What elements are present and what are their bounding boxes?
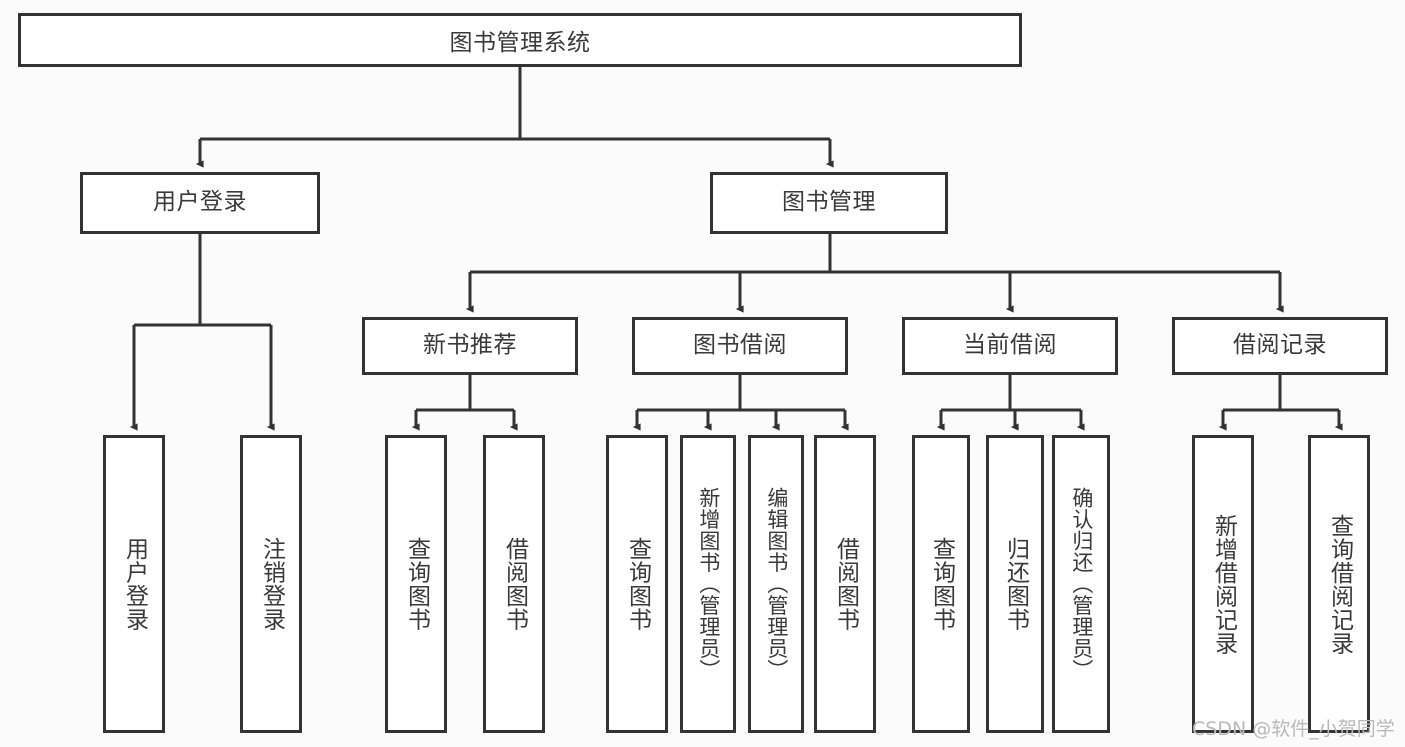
node-book-borrow-label: 图书借阅 xyxy=(693,332,787,359)
leaf-edit-book-admin[interactable]: 编辑图书（管理员） xyxy=(748,435,804,733)
node-borrow-record-label: 借阅记录 xyxy=(1233,332,1327,359)
leaf-query-book-borrow[interactable]: 查询图书 xyxy=(606,435,668,733)
leaf-query-book-recommend[interactable]: 查询图书 xyxy=(385,435,447,733)
leaf-borrow-book-label: 借阅图书 xyxy=(832,537,859,631)
leaf-return-book-label: 归还图书 xyxy=(1002,537,1029,631)
leaf-borrow-book[interactable]: 借阅图书 xyxy=(814,435,876,733)
leaf-query-book-borrow-label: 查询图书 xyxy=(624,537,651,631)
node-user-login[interactable]: 用户登录 xyxy=(80,172,320,234)
leaf-borrow-book-recommend[interactable]: 借阅图书 xyxy=(483,435,545,733)
leaf-confirm-return-admin[interactable]: 确认归还（管理员） xyxy=(1052,435,1110,733)
leaf-edit-book-admin-label: 编辑图书（管理员） xyxy=(764,487,789,681)
leaf-logout-label: 注销登录 xyxy=(258,537,285,631)
leaf-query-borrow-record-label: 查询借阅记录 xyxy=(1326,513,1353,655)
node-current-borrow[interactable]: 当前借阅 xyxy=(902,317,1118,375)
node-root-label: 图书管理系统 xyxy=(449,30,591,56)
node-new-book-recommend-label: 新书推荐 xyxy=(423,332,517,359)
node-book-management-label: 图书管理 xyxy=(782,189,876,216)
leaf-logout[interactable]: 注销登录 xyxy=(240,435,302,733)
node-root[interactable]: 图书管理系统 xyxy=(18,13,1022,67)
leaf-query-borrow-record[interactable]: 查询借阅记录 xyxy=(1308,435,1370,733)
leaf-return-book[interactable]: 归还图书 xyxy=(986,435,1044,733)
leaf-query-book-current-label: 查询图书 xyxy=(928,537,955,631)
leaf-query-book-recommend-label: 查询图书 xyxy=(403,537,430,631)
leaf-user-login[interactable]: 用户登录 xyxy=(103,435,165,733)
node-current-borrow-label: 当前借阅 xyxy=(963,332,1057,359)
leaf-add-borrow-record[interactable]: 新增借阅记录 xyxy=(1192,435,1254,733)
node-book-borrow[interactable]: 图书借阅 xyxy=(632,317,848,375)
node-new-book-recommend[interactable]: 新书推荐 xyxy=(362,317,578,375)
leaf-add-borrow-record-label: 新增借阅记录 xyxy=(1210,513,1237,655)
leaf-add-book-admin[interactable]: 新增图书（管理员） xyxy=(680,435,736,733)
leaf-confirm-return-admin-label: 确认归还（管理员） xyxy=(1069,487,1094,681)
leaf-borrow-book-recommend-label: 借阅图书 xyxy=(501,537,528,631)
node-book-management[interactable]: 图书管理 xyxy=(710,172,948,234)
leaf-add-book-admin-label: 新增图书（管理员） xyxy=(696,487,721,681)
node-user-login-label: 用户登录 xyxy=(153,189,247,216)
node-borrow-record[interactable]: 借阅记录 xyxy=(1172,317,1388,375)
watermark: CSDN @软件_小贺同学 xyxy=(1192,718,1395,740)
leaf-user-login-label: 用户登录 xyxy=(121,537,148,631)
leaf-query-book-current[interactable]: 查询图书 xyxy=(912,435,970,733)
